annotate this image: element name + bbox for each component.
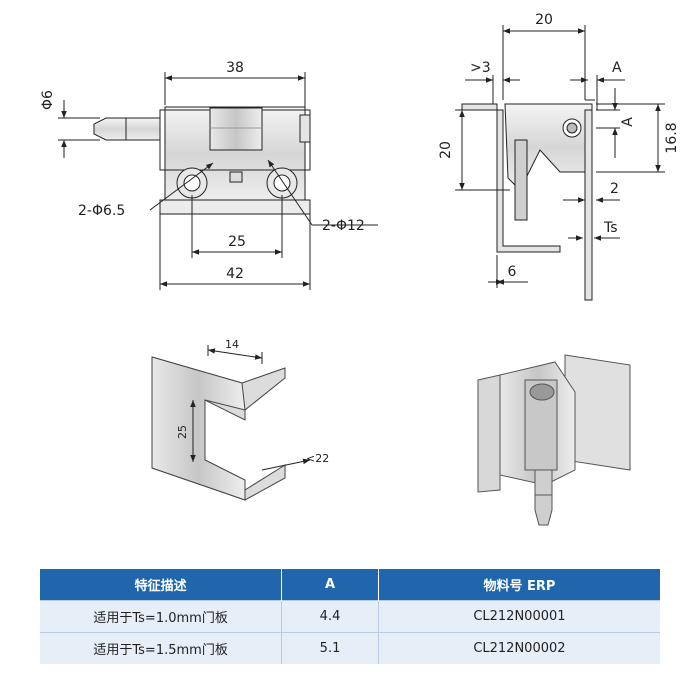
cell-erp: CL212N00001 <box>378 600 660 633</box>
iso-view <box>477 354 631 526</box>
dim-cutout-height: 25 <box>176 425 189 439</box>
cutout-view <box>151 345 311 501</box>
dim-front-top-width: 38 <box>226 60 244 76</box>
dim-pin-diameter: Φ6 <box>40 90 56 110</box>
dim-gap: >3 <box>470 60 491 76</box>
spec-table: 特征描述 A 物料号 ERP 适用于Ts=1.0mm门板 4.4 CL212N0… <box>40 569 660 664</box>
dim-cutout-depth: <22 <box>306 452 329 465</box>
cell-feature: 适用于Ts=1.5mm门板 <box>40 632 283 664</box>
cell-a: 5.1 <box>281 632 379 664</box>
side-view <box>455 25 665 301</box>
dim-bottom-offset: 6 <box>508 264 517 280</box>
dim-hole-spacing: 25 <box>228 234 246 250</box>
dim-frame-thickness: 2 <box>610 181 619 197</box>
dim-panel-thickness: Ts <box>603 220 618 236</box>
table-row: 适用于Ts=1.0mm门板 4.4 CL212N00001 <box>40 600 660 633</box>
dim-large-hole: 2-Φ12 <box>322 218 365 234</box>
dim-side-width: 20 <box>535 12 553 28</box>
table-header-row: 特征描述 A 物料号 ERP <box>40 569 660 601</box>
header-a: A <box>281 569 379 601</box>
technical-drawing: 38 Φ6 2-Φ6.5 2-Φ12 25 42 <box>40 12 680 526</box>
dim-front-bottom-width: 42 <box>226 266 244 282</box>
dim-offset-a-side: A <box>620 117 636 127</box>
dim-side-height-left: 20 <box>438 141 454 159</box>
dim-cutout-width: 14 <box>225 338 239 351</box>
cell-a: 4.4 <box>281 600 379 633</box>
header-erp: 物料号 ERP <box>378 569 660 601</box>
dim-side-height-right: 16.8 <box>664 122 680 153</box>
header-feature: 特征描述 <box>40 569 283 601</box>
cell-erp: CL212N00002 <box>378 632 660 664</box>
dim-offset-a-top: A <box>612 60 622 76</box>
dim-small-hole: 2-Φ6.5 <box>78 203 125 219</box>
front-view <box>58 72 378 290</box>
table-row: 适用于Ts=1.5mm门板 5.1 CL212N00002 <box>40 632 660 664</box>
cell-feature: 适用于Ts=1.0mm门板 <box>40 600 283 633</box>
